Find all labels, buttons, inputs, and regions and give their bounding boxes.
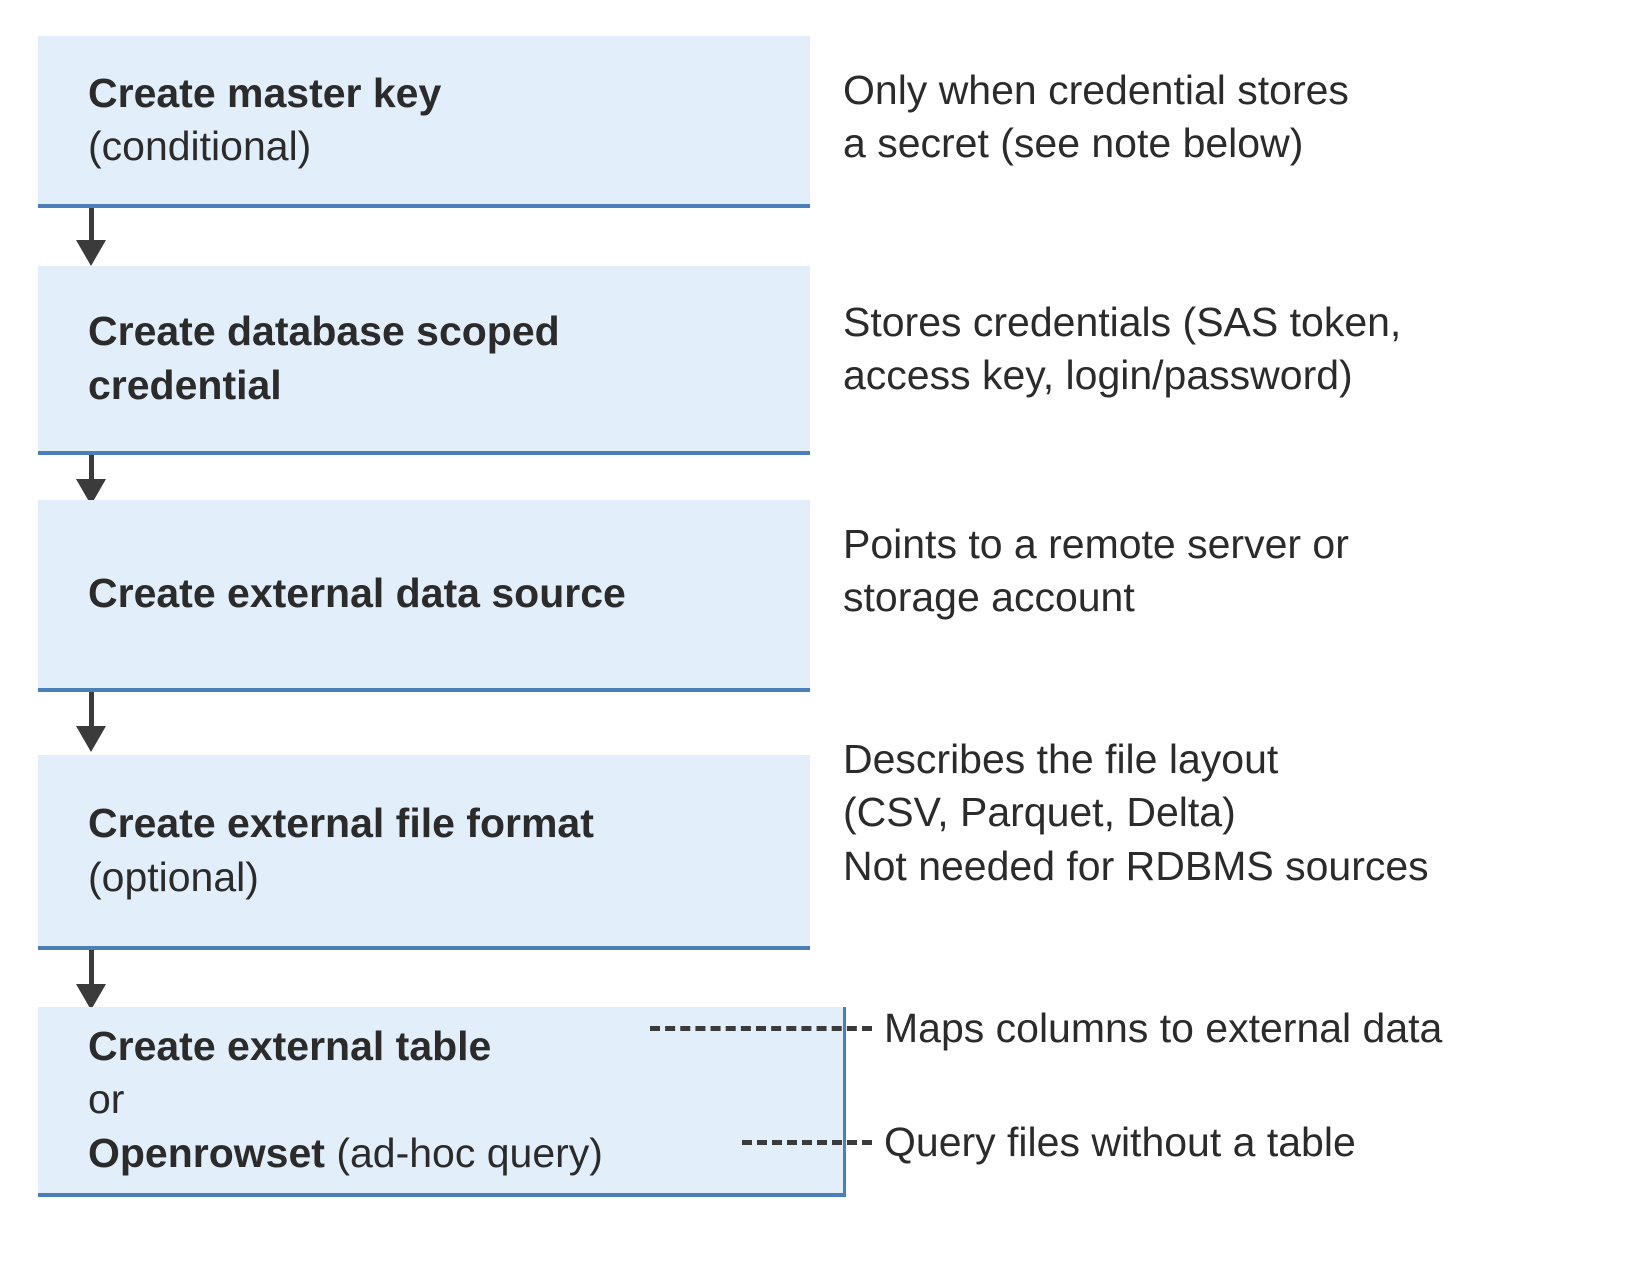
- note-1-line-2: a secret (see note below): [843, 120, 1304, 167]
- step-4-line-2: (optional): [88, 853, 259, 900]
- connector-arrow-4-head: [76, 984, 106, 1010]
- connector-arrow-3-head: [76, 726, 106, 752]
- connector-arrow-1-shaft: [89, 208, 94, 242]
- note-create-master-key: Only when credential stores a secret (se…: [843, 64, 1349, 171]
- note-5-line-2: Query files without a table: [884, 1119, 1356, 1165]
- step-box-create-master-key: Create master key (conditional): [38, 36, 810, 208]
- step-5-line-1: Create external table: [88, 1023, 492, 1070]
- connector-arrow-3: [76, 692, 106, 752]
- connector-arrow-4: [76, 950, 106, 1010]
- connector-arrow-1: [76, 208, 106, 266]
- step-box-create-database-scoped-credential: Create database scoped credential: [38, 266, 810, 455]
- step-4-line-1: Create external file format: [88, 800, 594, 847]
- note-5-line-1: Maps columns to external data: [884, 1005, 1443, 1051]
- step-5-openrowset-label: Openrowset: [88, 1129, 325, 1176]
- step-3-line-1: Create external data source: [88, 570, 626, 617]
- step-2-line-2: credential: [88, 361, 282, 408]
- connector-arrow-2-shaft: [89, 455, 94, 481]
- leader-line-external-table: [650, 1026, 872, 1031]
- step-1-text-block: Create master key (conditional): [38, 67, 810, 174]
- note-openrowset: Query files without a table: [884, 1116, 1356, 1169]
- step-5-text-block: Create external table or Openrowset (ad-…: [38, 1020, 843, 1180]
- connector-arrow-2: [76, 455, 106, 505]
- step-2-text-block: Create database scoped credential: [38, 305, 810, 412]
- step-5-line-2: or: [88, 1076, 125, 1123]
- step-5-line-3: Openrowset (ad-hoc query): [88, 1127, 829, 1180]
- step-5-openrowset-qualifier: (ad-hoc query): [324, 1129, 603, 1176]
- leader-line-openrowset: [742, 1140, 872, 1145]
- note-3-line-1: Points to a remote server or: [843, 521, 1349, 567]
- step-box-create-external-table-or-openrowset: Create external table or Openrowset (ad-…: [38, 1007, 846, 1197]
- connector-arrow-4-shaft: [89, 950, 94, 986]
- step-2-line-1: Create database scoped: [88, 308, 560, 355]
- step-1-line-1: Create master key: [88, 69, 442, 116]
- note-4-line-2: (CSV, Parquet, Delta): [843, 789, 1236, 836]
- note-2-line-1: Stores credentials (SAS token,: [843, 299, 1402, 345]
- connector-arrow-1-head: [76, 240, 106, 266]
- note-create-external-table: Maps columns to external data: [884, 1002, 1442, 1055]
- connector-arrow-3-shaft: [89, 692, 94, 728]
- note-2-line-2: access key, login/password): [843, 352, 1353, 399]
- note-3-line-2: storage account: [843, 574, 1135, 621]
- note-create-database-scoped-credential: Stores credentials (SAS token, access ke…: [843, 296, 1401, 403]
- step-1-line-2: (conditional): [88, 123, 312, 169]
- note-4-line-1: Describes the file layout: [843, 736, 1279, 782]
- step-3-text-block: Create external data source: [38, 567, 810, 620]
- step-box-create-external-data-source: Create external data source: [38, 500, 810, 692]
- note-4-line-3: Not needed for RDBMS sources: [843, 842, 1429, 889]
- note-1-line-1: Only when credential stores: [843, 67, 1349, 113]
- step-4-text-block: Create external file format (optional): [38, 797, 810, 904]
- note-create-external-file-format: Describes the file layout (CSV, Parquet,…: [843, 733, 1429, 893]
- note-create-external-data-source: Points to a remote server or storage acc…: [843, 518, 1349, 625]
- step-box-create-external-file-format: Create external file format (optional): [38, 755, 810, 950]
